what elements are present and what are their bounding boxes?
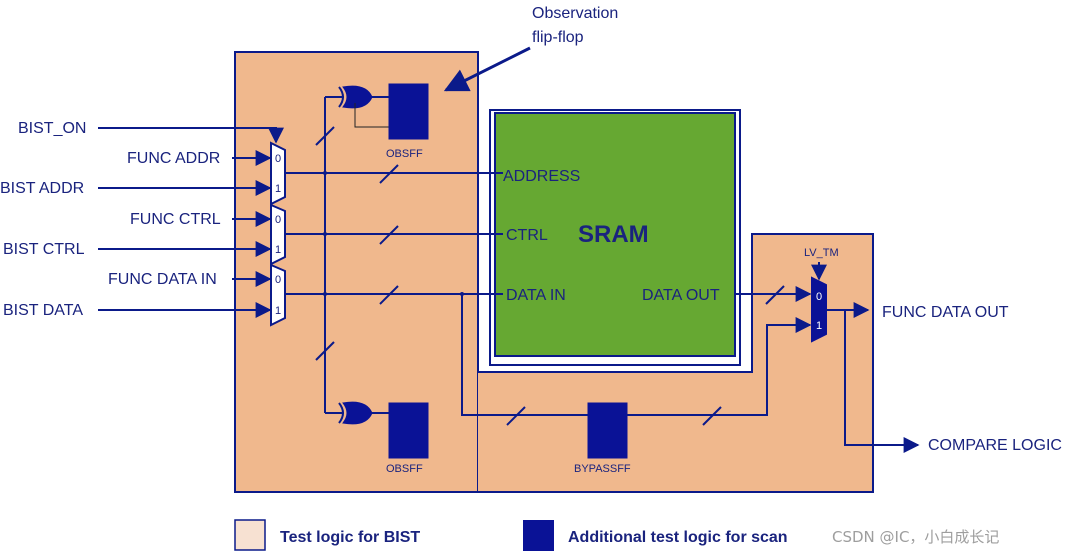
input-bist-data: BIST DATA	[3, 302, 83, 319]
input-bist-ctrl: BIST CTRL	[3, 241, 85, 258]
bus-slash-obs-bottom	[315, 341, 335, 361]
input-func-ctrl: FUNC CTRL	[130, 211, 221, 228]
legend-bist-label: Test logic for BIST	[280, 529, 420, 546]
obsff-top	[388, 83, 429, 140]
sram-block	[494, 112, 736, 357]
mux-ctrl-sel0: 0	[275, 214, 281, 226]
annotation-arrow	[443, 46, 531, 92]
sram-data-out-port: DATA OUT	[642, 287, 720, 304]
bist-region-right	[752, 234, 873, 492]
mux-ctrl	[270, 203, 286, 266]
input-bist-on: BIST_ON	[18, 120, 86, 137]
bist-region-outline	[235, 52, 874, 493]
wire-bypass-in	[461, 294, 588, 416]
xor-gate-top	[342, 85, 373, 109]
legend-scan-swatch	[523, 520, 554, 551]
bus-slash-bypass-in	[506, 406, 526, 426]
mux-data	[270, 263, 286, 327]
mux-ctrl-sel1: 1	[275, 244, 281, 256]
output-func-data-out: FUNC DATA OUT	[882, 304, 1009, 321]
mux-data-sel1: 1	[275, 305, 281, 317]
bypassff	[587, 402, 628, 459]
bus-slash-address	[379, 164, 399, 184]
xor-gate-bottom	[342, 401, 373, 425]
wire-bypass-out	[627, 317, 812, 416]
sram-address-port: ADDRESS	[503, 168, 580, 185]
sram-ctrl-port: CTRL	[506, 227, 548, 244]
annotation-flip-flop: flip-flop	[532, 29, 584, 46]
wire-bist-on	[98, 127, 284, 144]
mux-output-sel1: 1	[816, 320, 822, 332]
lv-tm-label: LV_TM	[804, 247, 839, 259]
mux-addr-sel1: 1	[275, 183, 281, 195]
input-bist-addr: BIST ADDR	[0, 180, 84, 197]
sram-title: SRAM	[578, 221, 649, 248]
watermark: CSDN @IC，小白成长记	[832, 528, 999, 546]
sram-data-in-port: DATA IN	[506, 287, 566, 304]
input-func-addr: FUNC ADDR	[127, 150, 220, 167]
legend-bist-swatch	[234, 519, 266, 551]
mux-addr	[270, 141, 286, 206]
junction-bypass	[460, 292, 464, 296]
input-func-data-in: FUNC DATA IN	[108, 271, 217, 288]
obsff-bottom	[388, 402, 429, 459]
bus-slash-data	[379, 285, 399, 305]
bus-slash-ctrl	[379, 225, 399, 245]
mux-output-sel0: 0	[816, 291, 822, 303]
mux-addr-sel0: 0	[275, 153, 281, 165]
bypassff-label: BYPASSFF	[574, 463, 631, 475]
output-compare-logic: COMPARE LOGIC	[928, 437, 1062, 454]
obsff-bottom-label: OBSFF	[386, 463, 423, 475]
junction-addr	[323, 171, 327, 175]
mux-output	[811, 276, 827, 343]
legend-scan-label: Additional test logic for scan	[568, 529, 788, 546]
xor-gate-bottom-curve	[338, 402, 344, 424]
obsff-top-label: OBSFF	[386, 148, 423, 160]
bus-slash-obs-top	[315, 126, 335, 146]
wire-compare-logic	[844, 310, 920, 453]
junction-data	[323, 292, 327, 296]
bus-slash-bypass-out	[702, 406, 722, 426]
annotation-observation: Observation	[532, 5, 618, 22]
mux-data-sel0: 0	[275, 274, 281, 286]
wire-obsff-top-feedback	[354, 103, 389, 128]
xor-gate-top-curve	[338, 86, 344, 108]
bus-slash-data-out	[765, 285, 785, 305]
junction-ctrl	[323, 232, 327, 236]
